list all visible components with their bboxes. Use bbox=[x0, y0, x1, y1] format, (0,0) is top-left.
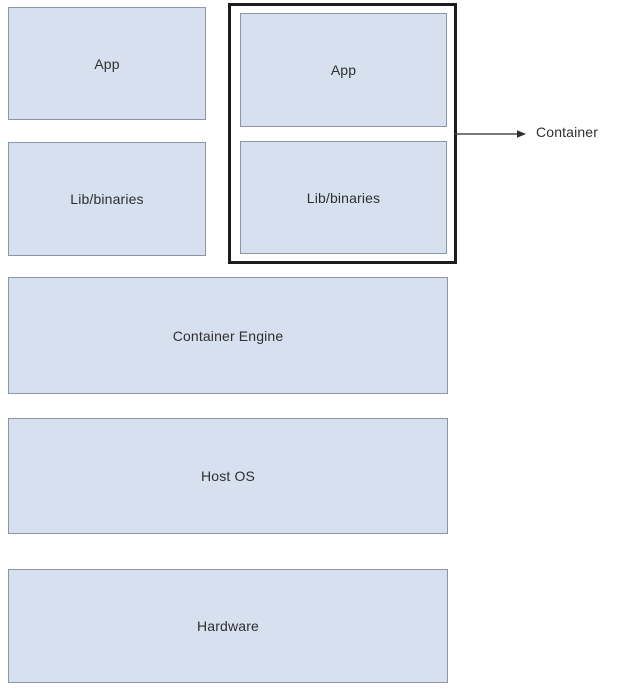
container-app-box[interactable]: App bbox=[240, 13, 447, 127]
container-engine-box[interactable]: Container Engine bbox=[8, 277, 448, 394]
arrow-right-icon bbox=[455, 130, 526, 138]
container-engine-label: Container Engine bbox=[172, 327, 284, 344]
container-lib-binaries-box[interactable]: Lib/binaries bbox=[240, 141, 447, 254]
host-os-box[interactable]: Host OS bbox=[8, 418, 448, 534]
container-annotation-label: Container bbox=[536, 124, 599, 140]
left-app-box[interactable]: App bbox=[8, 7, 206, 120]
container-app-label: App bbox=[330, 62, 357, 78]
left-lib-binaries-box[interactable]: Lib/binaries bbox=[8, 142, 206, 256]
container-lib-binaries-label: Lib/binaries bbox=[306, 189, 381, 206]
hardware-label: Hardware bbox=[197, 618, 259, 634]
left-lib-binaries-label: Lib/binaries bbox=[70, 191, 144, 207]
hardware-box[interactable]: Hardware bbox=[8, 569, 448, 683]
left-app-label: App bbox=[94, 55, 120, 72]
host-os-label: Host OS bbox=[201, 468, 255, 484]
